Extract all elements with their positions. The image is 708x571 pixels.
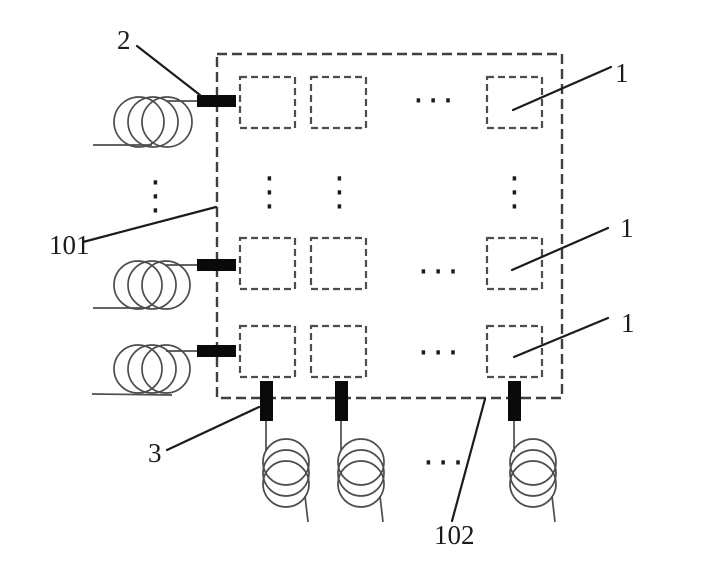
unit-cell-r1c2 (309, 75, 368, 130)
label-1-row1: 1 (615, 58, 629, 88)
label-1-row2: 1 (620, 213, 634, 243)
couplers (197, 95, 521, 421)
output-fiber-coil-c1 (262, 421, 310, 523)
h-ellipsis-bottom-coils: ··· (423, 443, 468, 483)
h-ellipsis-row3: ··· (418, 333, 463, 373)
output-coupler-c1 (260, 381, 273, 421)
leader-line-1-r2 (510, 226, 610, 272)
leader-line-101 (81, 205, 218, 244)
fiber-tail (91, 393, 173, 396)
leader-line-102 (450, 397, 487, 523)
leader-lines (81, 44, 613, 523)
v-ellipsis-col1: · · · (264, 159, 275, 227)
v-ellipsis-left-coils: · · · (150, 163, 161, 231)
input-fiber-coil-r1 (93, 96, 197, 148)
leader-line-3 (165, 405, 261, 452)
v-ellipsis-col2: · · · (334, 159, 345, 227)
label-2: 2 (117, 25, 131, 55)
unit-cell-r2c1 (238, 236, 297, 291)
panel-outline-101 (215, 52, 564, 400)
unit-cell-r3cN (485, 324, 544, 379)
unit-cell-r2c2 (309, 236, 368, 291)
leader-line-1-r3 (512, 316, 610, 359)
leader-line-2 (135, 44, 202, 97)
fiber-tail (379, 495, 384, 523)
label-3: 3 (148, 438, 162, 468)
output-coupler-c2 (335, 381, 348, 421)
output-coupler-cN (508, 381, 521, 421)
unit-cell-r1cN (485, 75, 544, 130)
fiber-tail (304, 495, 309, 523)
label-1-row3: 1 (621, 308, 635, 338)
fiber-tail (551, 495, 556, 523)
label-101: 101 (49, 230, 90, 260)
input-fiber-coil-r2 (93, 260, 197, 310)
output-fiber-coil-c2 (337, 421, 385, 523)
unit-cell-r1c1 (238, 75, 297, 130)
unit-cell-r3c2 (309, 324, 368, 379)
input-coupler-r3 (197, 345, 236, 357)
unit-cell-r3c1 (238, 324, 297, 379)
input-coupler-r2 (197, 259, 236, 271)
v-ellipsis-colN: · · · (509, 159, 520, 227)
unit-cell-grid (238, 75, 544, 379)
h-ellipsis-row1: ··· (413, 81, 458, 121)
input-coupler-r1 (197, 95, 236, 107)
input-fiber-coil-r3 (91, 344, 197, 396)
h-ellipsis-row2: ··· (418, 252, 463, 292)
output-fiber-coil-cN (509, 421, 557, 523)
leader-line-1-r1 (511, 65, 613, 112)
label-102: 102 (434, 520, 475, 550)
unit-cell-r2cN (485, 236, 544, 291)
